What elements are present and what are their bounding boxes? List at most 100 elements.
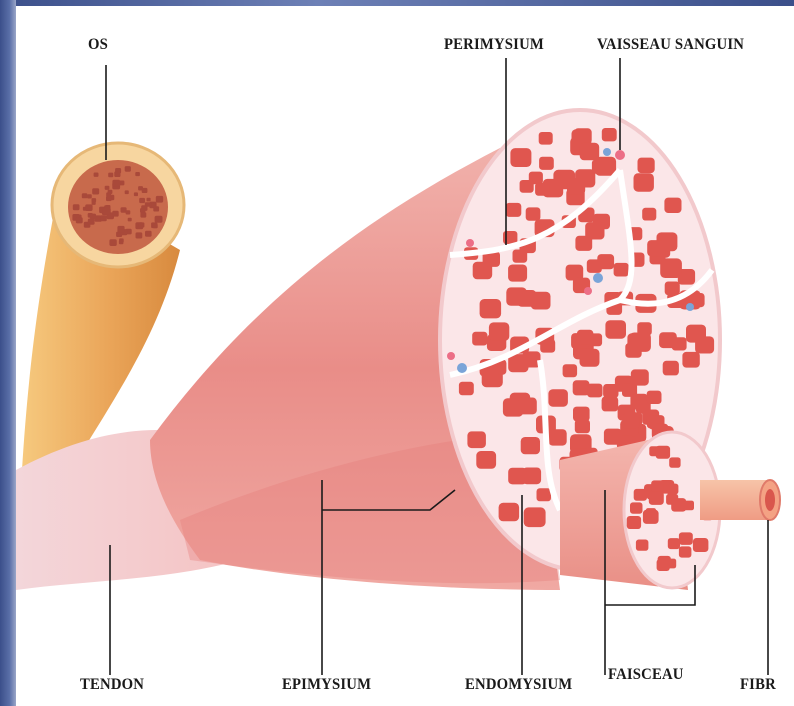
fiber-cell xyxy=(683,501,694,511)
fiber-cell xyxy=(125,190,129,194)
fiber-cell xyxy=(636,540,649,551)
fiber-cell xyxy=(125,166,131,172)
fiber-cell xyxy=(126,210,131,214)
fiber-cell xyxy=(526,207,541,220)
fiber-cell xyxy=(92,201,96,205)
fiber-cell xyxy=(634,173,654,191)
fiber-cell xyxy=(141,205,147,211)
label-tendon: TENDON xyxy=(80,676,144,694)
fiber-cell xyxy=(119,240,124,244)
label-faisceau: FAISCEAU xyxy=(608,666,684,684)
fiber-cell xyxy=(139,198,145,203)
fiber-cell xyxy=(563,364,578,377)
fiber-cell xyxy=(548,389,568,407)
fiber-cell xyxy=(467,431,486,448)
fiber-cell xyxy=(573,407,590,422)
fiber-cell xyxy=(573,380,590,395)
fiber-cell xyxy=(660,258,682,278)
fiber-cell xyxy=(647,240,665,256)
fiber-cell xyxy=(508,468,527,485)
fiber-cell xyxy=(94,173,99,177)
fiber-cell xyxy=(128,218,132,222)
fiber-cell xyxy=(105,186,110,190)
fiber-cell xyxy=(665,559,676,569)
fiber-cell xyxy=(585,222,604,239)
label-perimysium: PERIMYSIUM xyxy=(444,36,544,54)
label-endomysium: ENDOMYSIUM xyxy=(465,676,572,694)
fiber-cell xyxy=(638,158,655,174)
fiber-cell xyxy=(580,349,600,367)
fiber-cell xyxy=(587,384,602,398)
fiber-cell xyxy=(539,132,553,145)
fiber-cell xyxy=(580,143,600,161)
fiber-cell xyxy=(537,488,552,501)
fiber-cell xyxy=(140,212,146,217)
fiber-cell xyxy=(85,204,92,211)
fiber-cell xyxy=(109,239,116,246)
fiber-cell xyxy=(634,489,647,501)
fiber-cell xyxy=(153,224,158,229)
fiber-cell xyxy=(520,180,534,193)
fiber-cell xyxy=(540,339,555,353)
fiber-cell xyxy=(156,196,163,203)
fiber-cell xyxy=(472,332,487,346)
fiber-cell xyxy=(459,382,474,395)
fiber-cell xyxy=(139,222,145,227)
fiber-cell xyxy=(664,198,681,213)
fiber-cell xyxy=(92,188,99,194)
fiber-cell xyxy=(575,420,590,434)
fiber-cell xyxy=(145,231,152,237)
fiber-cell xyxy=(506,287,527,305)
fiber-cell xyxy=(623,413,640,429)
fiber-cell xyxy=(108,190,113,194)
fiber-cell xyxy=(693,538,709,552)
fiber-cell xyxy=(668,538,680,549)
fiber-cell xyxy=(630,502,643,513)
fiber-cell xyxy=(663,361,679,376)
fiber-cell xyxy=(112,180,120,187)
fiber-cell xyxy=(604,429,622,445)
fiber-cell xyxy=(682,352,699,368)
label-epimysium: EPIMYSIUM xyxy=(282,676,371,694)
fiber-cell xyxy=(631,369,649,385)
fiber-cell xyxy=(117,226,124,232)
fiber-cell xyxy=(651,480,664,491)
fiber-cell xyxy=(642,208,656,221)
fiber-cell xyxy=(508,265,527,282)
fiber-cell xyxy=(646,508,656,517)
fiber-cell xyxy=(614,263,629,277)
label-os: OS xyxy=(88,36,108,54)
fiber-cell xyxy=(521,437,540,454)
fiber-cell xyxy=(605,320,626,339)
fiber-cell xyxy=(679,532,693,545)
fiber-cell xyxy=(524,507,546,527)
fiber-cell xyxy=(103,208,111,215)
fiber-cell xyxy=(669,457,680,467)
fiber-cell xyxy=(480,299,502,318)
fiber-cell xyxy=(595,157,616,176)
fiber-cell xyxy=(587,259,602,273)
fiber-cell xyxy=(499,503,519,522)
fiber-cell xyxy=(155,216,163,223)
fiber-cell xyxy=(112,211,118,217)
fiber-cell xyxy=(649,491,664,505)
fiber-cell xyxy=(142,188,148,193)
fiber-cell xyxy=(76,217,83,223)
fiber-cell xyxy=(151,203,156,207)
fiber-cell xyxy=(665,282,680,296)
fiber-cell xyxy=(629,333,651,352)
fiber-cell xyxy=(539,157,554,170)
fiber-cell xyxy=(108,173,113,178)
fiber-cell xyxy=(476,451,496,469)
fiber-cell xyxy=(134,192,138,196)
label-vaisseau-sanguin: VAISSEAU SANGUIN xyxy=(597,36,744,54)
label-fibre: FIBR xyxy=(740,676,776,694)
fiber-cell xyxy=(575,169,595,187)
fiber-cell xyxy=(510,148,531,167)
fiber-cell xyxy=(147,198,151,202)
fiber-cell xyxy=(535,183,549,196)
fiber-cell xyxy=(603,384,618,398)
fiber-cell xyxy=(115,168,121,173)
